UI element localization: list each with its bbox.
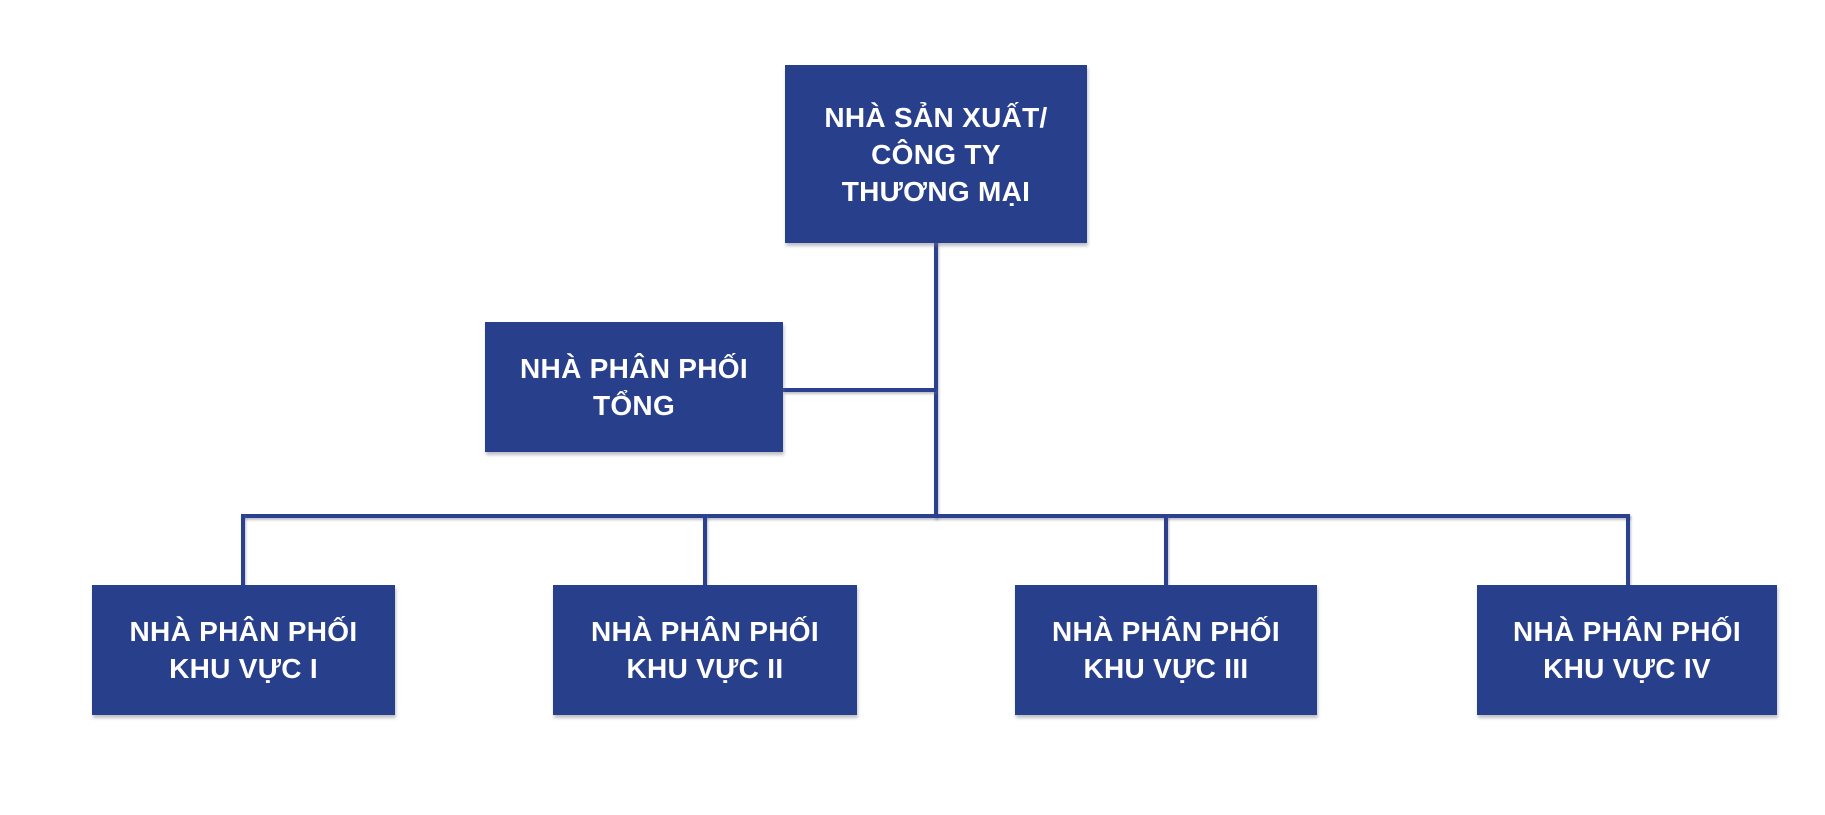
connector-drop-region-4 — [1626, 514, 1630, 588]
connector-children-span — [241, 514, 1630, 518]
node-region-2-distributor: NHÀ PHÂN PHỐI KHU VỰC II — [553, 585, 857, 715]
connector-root-vertical — [934, 240, 938, 518]
node-manufacturer: NHÀ SẢN XUẤT/ CÔNG TY THƯƠNG MẠI — [785, 65, 1087, 243]
node-general-distributor-label: NHÀ PHÂN PHỐI TỔNG — [520, 353, 748, 421]
connector-drop-region-2 — [703, 514, 707, 588]
node-general-distributor: NHÀ PHÂN PHỐI TỔNG — [485, 322, 783, 452]
node-manufacturer-label: NHÀ SẢN XUẤT/ CÔNG TY THƯƠNG MẠI — [824, 101, 1048, 207]
node-region-4-label: NHÀ PHÂN PHỐI KHU VỰC IV — [1513, 616, 1741, 684]
connector-side-horizontal — [783, 388, 936, 392]
connector-drop-region-3 — [1164, 514, 1168, 588]
node-region-1-label: NHÀ PHÂN PHỐI KHU VỰC I — [129, 616, 358, 684]
connector-drop-region-1 — [241, 514, 245, 588]
node-region-3-distributor: NHÀ PHÂN PHỐI KHU VỰC III — [1015, 585, 1317, 715]
node-region-1-distributor: NHÀ PHÂN PHỐI KHU VỰC I — [92, 585, 395, 715]
node-region-4-distributor: NHÀ PHÂN PHỐI KHU VỰC IV — [1477, 585, 1777, 715]
node-region-2-label: NHÀ PHÂN PHỐI KHU VỰC II — [591, 616, 819, 684]
node-region-3-label: NHÀ PHÂN PHỐI KHU VỰC III — [1052, 616, 1280, 684]
